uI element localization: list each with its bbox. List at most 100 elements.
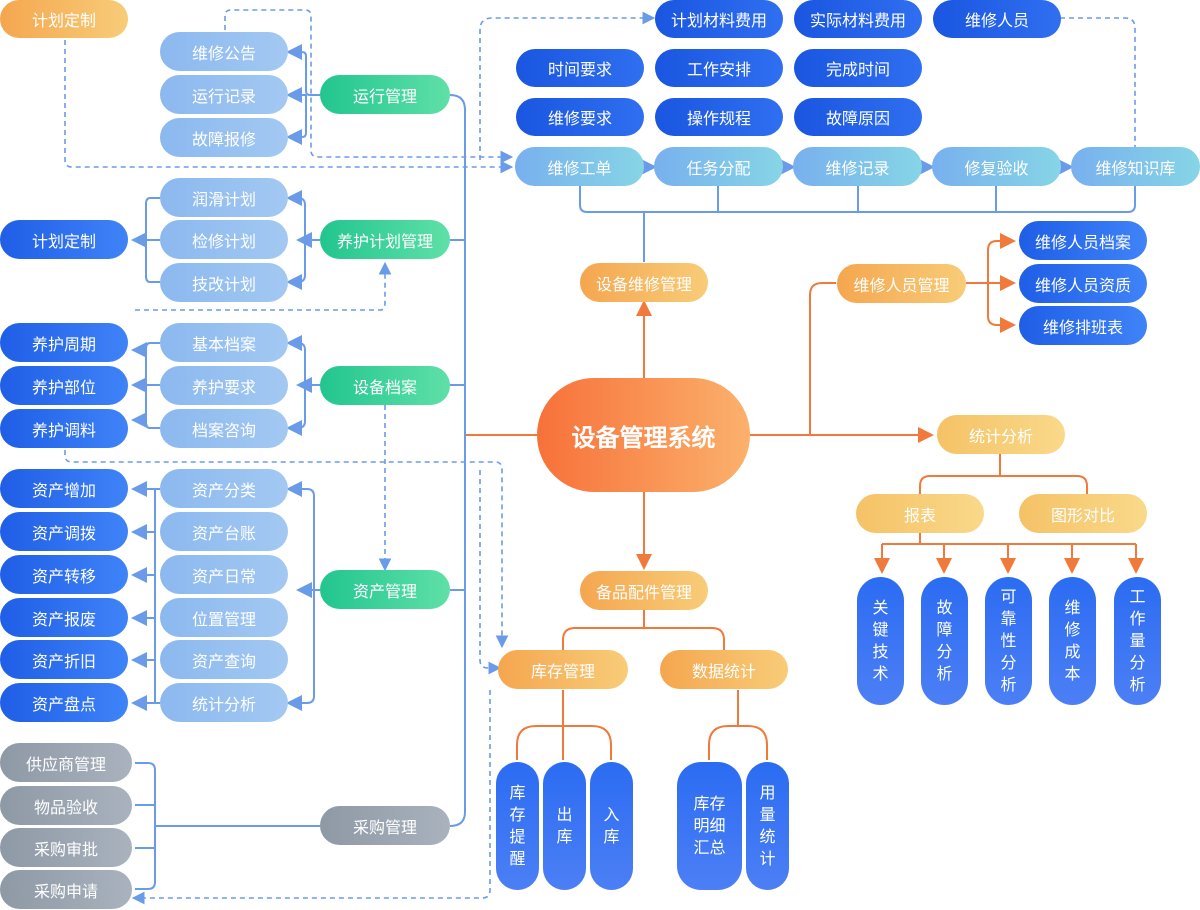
fault-analysis[interactable]: 故障分析 bbox=[921, 577, 968, 705]
asset-allocation[interactable]: 资产调拨 bbox=[0, 512, 128, 551]
inv-char: 库 bbox=[509, 783, 526, 802]
asset-scrap[interactable]: 资产报废 bbox=[0, 598, 128, 637]
operating-procedure[interactable]: 操作规程 bbox=[655, 98, 783, 136]
stat-char: 障 bbox=[936, 620, 953, 639]
purchase-management[interactable]: 采购管理 bbox=[320, 806, 450, 845]
data-statistics[interactable]: 数据统计 bbox=[660, 650, 788, 689]
asset-ledger[interactable]: 资产台账 bbox=[160, 512, 288, 551]
purchase-request[interactable]: 采购申请 bbox=[0, 870, 132, 909]
system-center-node[interactable]: 设备管理系统 bbox=[537, 378, 750, 492]
location-management[interactable]: 位置管理 bbox=[160, 598, 288, 637]
chart-comparison[interactable]: 图形对比 bbox=[1019, 494, 1147, 533]
key-technology[interactable]: 关键技术 bbox=[857, 577, 904, 705]
stat-char: 键 bbox=[872, 620, 889, 639]
stat-char: 故 bbox=[936, 598, 953, 617]
statistical-analysis[interactable]: 统计分析 bbox=[937, 415, 1065, 454]
goods-acceptance[interactable]: 物品验收 bbox=[0, 786, 132, 825]
staff-archive[interactable]: 维修人员档案 bbox=[1019, 221, 1147, 260]
fault-cause[interactable]: 故障原因 bbox=[794, 98, 922, 136]
plan-custom[interactable]: 计划定制 bbox=[0, 220, 128, 259]
basic-archive[interactable]: 基本档案 bbox=[160, 323, 288, 362]
planned-material-cost[interactable]: 计划材料费用 bbox=[655, 0, 783, 38]
lubrication-plan[interactable]: 润滑计划 bbox=[160, 178, 288, 217]
staff-management[interactable]: 维修人员管理 bbox=[837, 264, 966, 303]
stat-char: 析 bbox=[1129, 675, 1146, 694]
fault-report[interactable]: 故障报修 bbox=[160, 118, 288, 157]
inv-char: 存 bbox=[509, 805, 526, 824]
stat-char: 关 bbox=[872, 598, 889, 617]
stat-char: 分 bbox=[1129, 653, 1146, 672]
asset-statistics[interactable]: 统计分析 bbox=[160, 683, 288, 722]
asset-daily[interactable]: 资产日常 bbox=[160, 555, 288, 594]
operation-record[interactable]: 运行记录 bbox=[160, 75, 288, 114]
data-char: 用 bbox=[759, 783, 776, 802]
maintenance-cost[interactable]: 维修成本 bbox=[1049, 577, 1096, 705]
actual-material-cost[interactable]: 实际材料费用 bbox=[794, 0, 922, 38]
asset-increase[interactable]: 资产增加 bbox=[0, 469, 128, 508]
maintenance-material[interactable]: 养护调料 bbox=[0, 409, 128, 448]
archive-inquiry[interactable]: 档案咨询 bbox=[160, 409, 288, 448]
equipment-repair-management[interactable]: 设备维修管理 bbox=[580, 263, 708, 302]
tech-upgrade-plan[interactable]: 技改计划 bbox=[160, 263, 288, 302]
data-char: 量 bbox=[759, 805, 776, 824]
stat-char: 析 bbox=[1000, 675, 1017, 694]
stat-char: 可 bbox=[1000, 587, 1017, 606]
stat-char: 技 bbox=[872, 642, 889, 661]
stat-char: 术 bbox=[872, 664, 889, 683]
equipment-archive[interactable]: 设备档案 bbox=[320, 366, 450, 405]
work-arrangement[interactable]: 工作安排 bbox=[655, 49, 783, 87]
outbound[interactable]: 出库 bbox=[543, 762, 586, 890]
staff-schedule[interactable]: 维修排班表 bbox=[1019, 306, 1147, 345]
data-char: 库存 bbox=[693, 794, 726, 813]
time-requirement[interactable]: 时间要求 bbox=[516, 49, 644, 87]
maintenance-part[interactable]: 养护部位 bbox=[0, 366, 128, 405]
stock-detail-summary[interactable]: 库存明细汇总 bbox=[677, 762, 742, 890]
plan-custom-top[interactable]: 计划定制 bbox=[0, 0, 128, 38]
report[interactable]: 报表 bbox=[856, 494, 984, 533]
purchase-approval[interactable]: 采购审批 bbox=[0, 828, 132, 867]
stat-char: 析 bbox=[936, 664, 953, 683]
stock-reminder[interactable]: 库存提醒 bbox=[496, 762, 539, 890]
asset-depreciation[interactable]: 资产折旧 bbox=[0, 640, 128, 679]
maintenance-staff[interactable]: 维修人员 bbox=[933, 0, 1061, 38]
spare-parts-management[interactable]: 备品配件管理 bbox=[580, 571, 708, 610]
maintenance-plan-management[interactable]: 养护计划管理 bbox=[320, 220, 450, 259]
stat-char: 成 bbox=[1064, 642, 1081, 661]
stat-char: 分 bbox=[936, 642, 953, 661]
usage-statistics[interactable]: 用量统计 bbox=[746, 762, 789, 890]
stat-char: 本 bbox=[1064, 664, 1081, 683]
supplier-management[interactable]: 供应商管理 bbox=[0, 743, 132, 782]
inventory-management[interactable]: 库存管理 bbox=[498, 650, 628, 689]
stat-char: 维 bbox=[1064, 598, 1081, 617]
repair-knowledge-base[interactable]: 维修知识库 bbox=[1071, 147, 1200, 186]
stat-char: 工 bbox=[1129, 587, 1146, 606]
inv-char: 出 bbox=[556, 805, 573, 824]
repair-requirement[interactable]: 维修要求 bbox=[516, 98, 644, 136]
asset-management[interactable]: 资产管理 bbox=[320, 570, 450, 609]
staff-qualification[interactable]: 维修人员资质 bbox=[1019, 264, 1147, 303]
stat-char: 靠 bbox=[1000, 609, 1017, 628]
maintenance-requirement[interactable]: 养护要求 bbox=[160, 366, 288, 405]
asset-category[interactable]: 资产分类 bbox=[160, 469, 288, 508]
task-assignment[interactable]: 任务分配 bbox=[654, 147, 783, 186]
inv-char: 库 bbox=[556, 827, 573, 846]
stat-char: 作 bbox=[1129, 609, 1146, 628]
reliability-analysis[interactable]: 可靠性分析 bbox=[985, 577, 1032, 705]
overhaul-plan[interactable]: 检修计划 bbox=[160, 220, 288, 259]
stat-char: 修 bbox=[1064, 620, 1081, 639]
asset-query[interactable]: 资产查询 bbox=[160, 640, 288, 679]
repair-record[interactable]: 维修记录 bbox=[793, 147, 922, 186]
stat-char: 分 bbox=[1000, 653, 1017, 672]
maintenance-notice[interactable]: 维修公告 bbox=[160, 32, 288, 71]
operation-management[interactable]: 运行管理 bbox=[320, 75, 450, 114]
asset-transfer[interactable]: 资产转移 bbox=[0, 555, 128, 594]
workload-analysis[interactable]: 工作量分析 bbox=[1114, 577, 1161, 705]
completion-time[interactable]: 完成时间 bbox=[794, 49, 922, 87]
data-char: 明细 bbox=[693, 816, 726, 835]
inbound[interactable]: 入库 bbox=[590, 762, 633, 890]
repair-work-order[interactable]: 维修工单 bbox=[515, 147, 644, 186]
maintenance-cycle[interactable]: 养护周期 bbox=[0, 323, 128, 362]
repair-acceptance[interactable]: 修复验收 bbox=[932, 147, 1061, 186]
asset-inventory-check[interactable]: 资产盘点 bbox=[0, 683, 128, 722]
